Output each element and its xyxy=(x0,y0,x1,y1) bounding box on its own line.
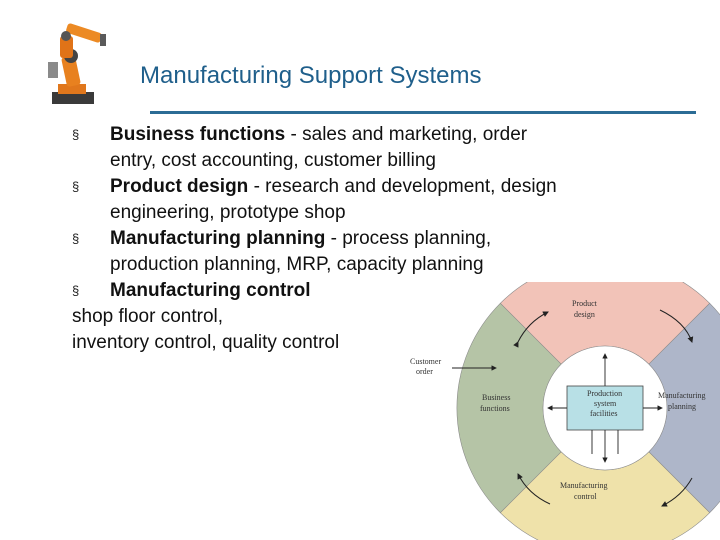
title-underline xyxy=(150,111,696,114)
bullet-text-continued: entry, cost accounting, customer billing xyxy=(110,150,436,171)
bullet-marker: § xyxy=(72,231,80,246)
control-detail-line-2: inventory control, quality control xyxy=(72,332,340,353)
label-product-design-1: Product xyxy=(572,299,598,308)
industrial-robot-image xyxy=(48,23,106,104)
label-manufacturing-planning-1: Manufacturing xyxy=(658,391,706,400)
bullet-text: - research and development, design xyxy=(248,176,557,197)
bullet-manufacturing-control: § Manufacturing control xyxy=(72,278,692,304)
bullet-marker: § xyxy=(72,179,80,194)
label-manufacturing-control-2: control xyxy=(574,492,597,501)
bullet-list: § Business functions - sales and marketi… xyxy=(72,122,692,356)
bullet-business-functions: § Business functions - sales and marketi… xyxy=(72,122,692,174)
bullet-product-design: § Product design - research and developm… xyxy=(72,174,692,226)
bullet-term: Manufacturing control xyxy=(110,280,311,301)
bullet-manufacturing-planning: § Manufacturing planning - process plann… xyxy=(72,226,692,278)
bullet-text-continued: engineering, prototype shop xyxy=(110,202,346,223)
bullet-term: Manufacturing planning xyxy=(110,228,326,249)
label-business-functions-2: functions xyxy=(480,404,510,413)
bullet-text: - process planning, xyxy=(325,228,492,249)
bullet-term: Product design xyxy=(110,176,249,197)
label-manufacturing-planning-2: planning xyxy=(668,402,696,411)
slide-title: Manufacturing Support Systems xyxy=(140,62,482,89)
label-customer-1: Customer xyxy=(410,357,441,366)
label-business-functions-1: Business xyxy=(482,393,510,402)
label-manufacturing-control-1: Manufacturing xyxy=(560,481,608,490)
bullet-term: Business functions xyxy=(110,124,286,145)
label-product-design-2: design xyxy=(574,310,595,319)
label-center-2: system xyxy=(594,399,617,408)
bullet-marker: § xyxy=(72,127,80,142)
bullet-text-continued: production planning, MRP, capacity plann… xyxy=(110,254,484,275)
label-center-1: Production xyxy=(587,389,622,398)
label-customer-2: order xyxy=(416,367,433,376)
bullet-text: - sales and marketing, order xyxy=(285,124,528,145)
manufacturing-support-diagram: Product design Manufacturing planning Ma… xyxy=(410,282,720,540)
bullet-marker: § xyxy=(72,283,80,298)
control-detail-line-1: shop floor control, xyxy=(72,306,224,327)
label-center-3: facilities xyxy=(590,409,618,418)
